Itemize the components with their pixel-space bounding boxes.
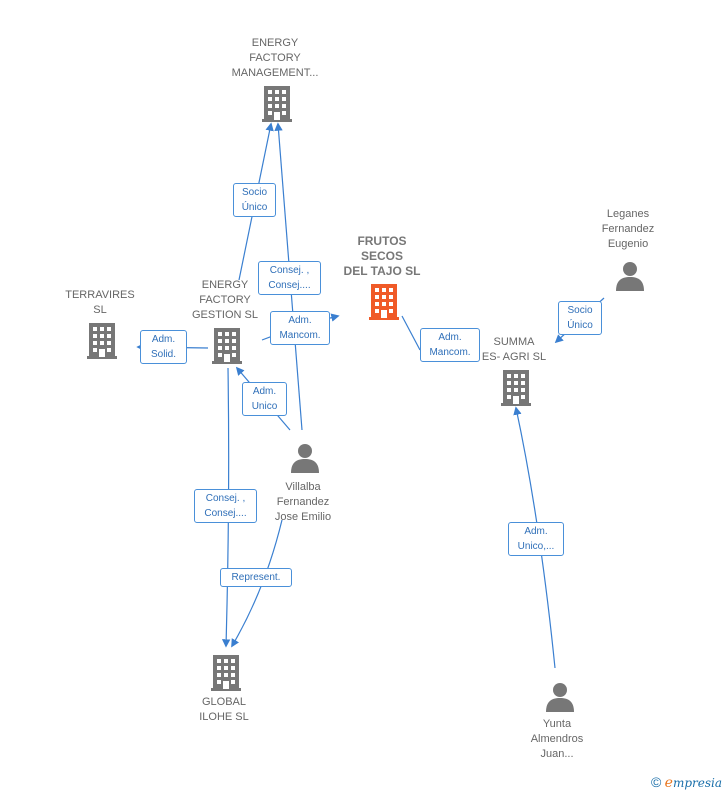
building-icon-summa xyxy=(501,370,531,406)
brand-letter-e: e xyxy=(664,775,673,791)
copyright-icon: © xyxy=(650,774,662,790)
empresia-logo: © empresia xyxy=(651,774,722,791)
person-icon-villalba xyxy=(291,444,319,473)
person-icon-leganes xyxy=(616,262,644,291)
edge-label-consej-1[interactable]: Consej. , Consej.... xyxy=(258,261,321,295)
edge-label-adm-mancom-2[interactable]: Adm. Mancom. xyxy=(420,328,480,362)
edge-label-socio-unico-1[interactable]: Socio Único xyxy=(233,183,276,217)
node-label-terravires[interactable]: TERRAVIRES SL xyxy=(65,289,135,316)
building-icon-frutos-secos xyxy=(369,284,399,320)
node-label-frutos-secos[interactable]: FRUTOS SECOS DEL TAJO SL xyxy=(343,234,421,278)
node-label-energy-factory-gestion[interactable]: ENERGY FACTORY GESTION SL xyxy=(191,279,259,321)
node-label-global-ilohe[interactable]: GLOBAL ILOHE SL xyxy=(199,696,249,723)
node-label-energy-factory-management[interactable]: ENERGY FACTORY MANAGEMENT... xyxy=(231,37,319,79)
node-label-summa[interactable]: SUMMA ES- AGRI SL xyxy=(481,336,547,363)
node-label-yunta[interactable]: Yunta Almendros Juan... xyxy=(530,718,584,760)
brand-name: mpresia xyxy=(672,776,722,790)
edge-summa-to-frutos xyxy=(401,315,421,351)
building-icon-energy-factory-gestion xyxy=(212,328,242,364)
edge-label-adm-mancom-1[interactable]: Adm. Mancom. xyxy=(270,311,330,345)
building-icon-terravires xyxy=(87,323,117,359)
person-icon-yunta xyxy=(546,683,574,712)
edge-label-consej-2[interactable]: Consej. , Consej.... xyxy=(194,489,257,523)
edge-label-socio-unico-2[interactable]: Socio Único xyxy=(558,301,602,335)
node-label-villalba[interactable]: Villalba Fernandez Jose Emilio xyxy=(274,481,332,523)
edge-label-adm-unico[interactable]: Adm. Unico xyxy=(242,382,287,416)
edge-label-adm-solid[interactable]: Adm. Solid. xyxy=(140,330,187,364)
node-label-leganes[interactable]: Leganes Fernandez Eugenio xyxy=(601,208,655,250)
building-icon-energy-factory-management xyxy=(262,86,292,122)
edge-label-represent[interactable]: Represent. xyxy=(220,568,292,587)
building-icon-global-ilohe xyxy=(211,655,241,691)
edge-label-adm-unico-2[interactable]: Adm. Unico,... xyxy=(508,522,564,556)
